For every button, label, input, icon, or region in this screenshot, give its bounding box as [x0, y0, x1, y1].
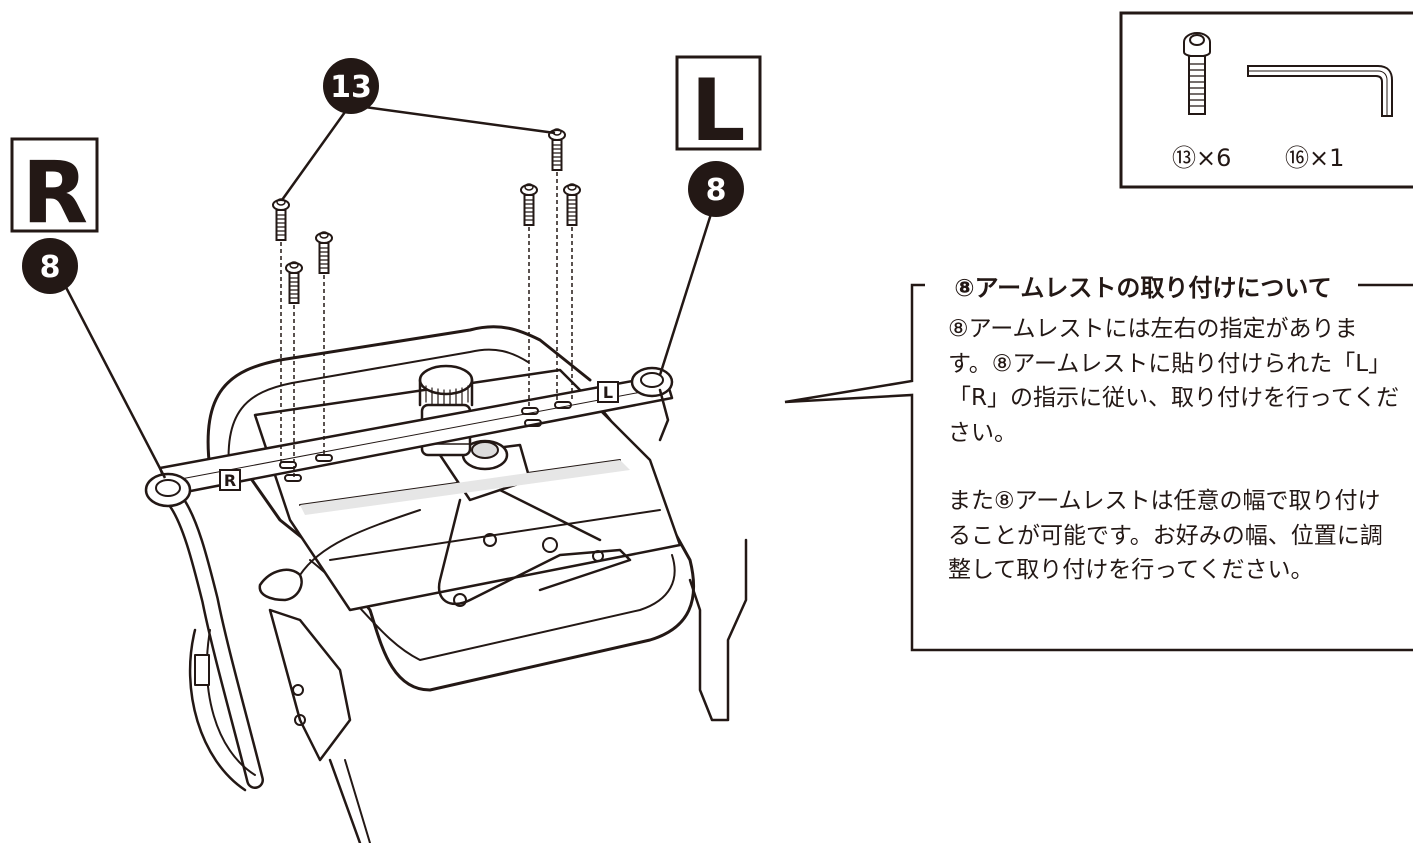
screw-icon — [272, 198, 290, 241]
note-title: ⑧アームレストの取り付けについて — [928, 272, 1358, 304]
guide-lines — [280, 172, 573, 478]
note-paragraph-2: また⑧アームレストは任意の幅で取り付けることが可能です。お好みの幅、位置に調整し… — [948, 488, 1383, 583]
wrench-quantity: ⑯×1 — [1285, 144, 1345, 172]
bolt-icon — [1183, 32, 1211, 115]
screw-icon — [563, 183, 581, 226]
screw-icon — [548, 128, 566, 171]
screw-quantity: ⑬×6 — [1172, 144, 1232, 172]
svg-text:8: 8 — [40, 250, 61, 285]
badge-8-left: 8 — [688, 161, 744, 217]
svg-text:13: 13 — [330, 70, 372, 105]
armrest-right-drawing — [144, 366, 674, 792]
screw-icon — [285, 261, 303, 304]
badge-13: 13 — [323, 58, 379, 114]
callout-lines — [55, 103, 719, 479]
side-label-r: R — [10, 137, 99, 243]
side-label-l: L — [675, 55, 762, 161]
bar-label-r: R — [224, 471, 236, 490]
screws-group — [272, 128, 581, 304]
bar-label-l: L — [603, 383, 613, 402]
svg-text:8: 8 — [706, 173, 727, 208]
screw-icon — [520, 183, 538, 226]
hex-wrench-icon — [1247, 65, 1393, 117]
chair-seat-drawing — [206, 325, 748, 843]
note-body: ⑧アームレストには左右の指定があります。⑧アームレストに貼り付けられた「L」「R… — [948, 312, 1400, 588]
svg-text:L: L — [691, 61, 746, 161]
badge-8-right: 8 — [22, 238, 78, 294]
parts-box — [1119, 11, 1413, 189]
note-paragraph-1: ⑧アームレストには左右の指定があります。⑧アームレストに貼り付けられた「L」「R… — [948, 316, 1400, 446]
svg-text:R: R — [22, 143, 88, 243]
screw-icon — [315, 231, 333, 274]
